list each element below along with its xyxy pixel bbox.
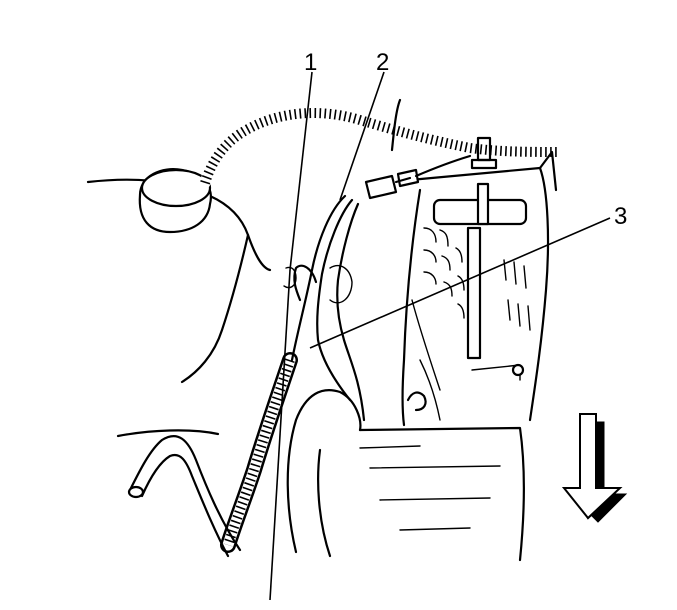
wire-bundle: [283, 194, 366, 422]
callout-1-leader-extension: [269, 269, 291, 601]
corrugated-harness: [199, 107, 566, 189]
connector: [364, 98, 472, 200]
down-arrow-icon: [561, 413, 628, 523]
reservoir-cap: [138, 168, 212, 234]
pulley-drum: [286, 389, 525, 562]
callout-3-label: 3: [614, 203, 627, 230]
callout-2-label: 2: [376, 49, 389, 76]
hose: [127, 435, 242, 558]
corrugated-harness-lower: [220, 352, 298, 553]
callout-3-leader: [309, 217, 611, 349]
callout-leaders: [269, 71, 611, 601]
callout-1-leader: [289, 71, 313, 271]
fender-outline: [86, 178, 272, 438]
engine-block: [401, 136, 558, 427]
callout-2-leader: [339, 71, 385, 201]
callout-1-label: 1: [304, 49, 317, 76]
